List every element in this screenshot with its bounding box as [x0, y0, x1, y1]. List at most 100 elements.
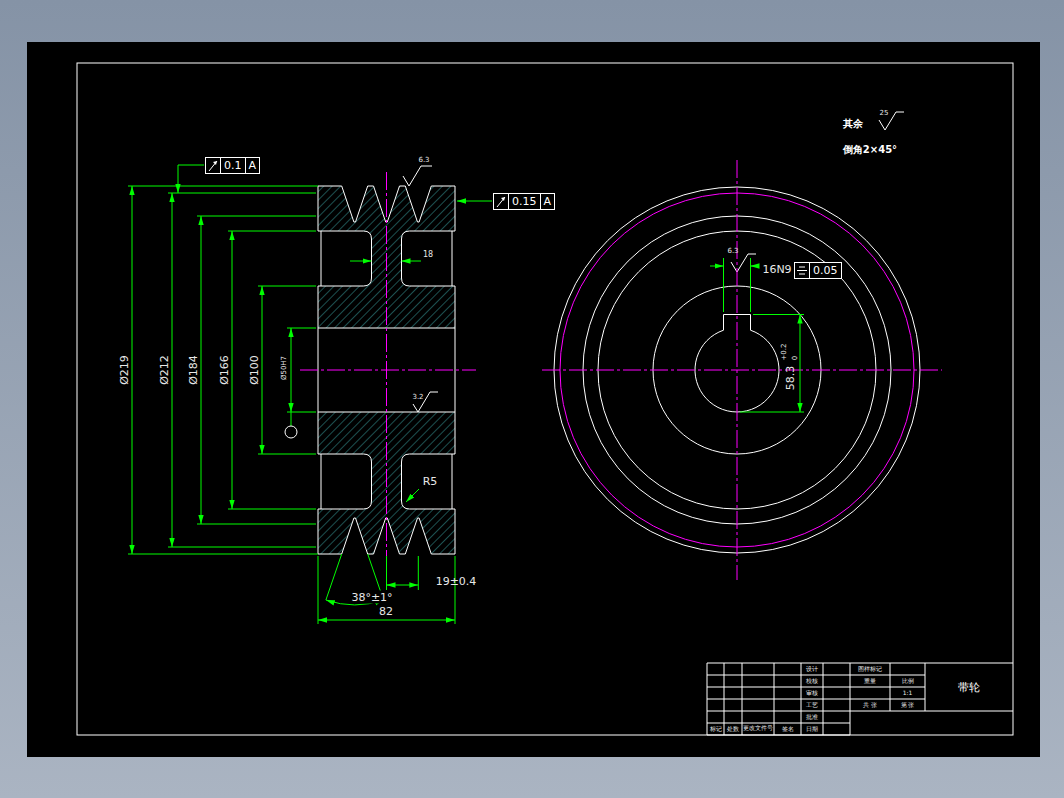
dimension-text: 82	[379, 606, 393, 617]
table-cell: 1:1	[903, 690, 913, 696]
table-cell: 第 张	[901, 702, 915, 708]
dimension-line	[318, 620, 455, 621]
symbol-stroke	[799, 267, 805, 268]
dimension-line	[350, 261, 372, 262]
center-line	[542, 370, 942, 371]
datum-circle	[285, 426, 297, 438]
tolerance-value: 0.05	[809, 263, 841, 278]
symmetry-symbol	[795, 263, 809, 278]
table-cell: 重量	[864, 678, 876, 684]
table-rule	[801, 663, 802, 735]
center-line	[300, 370, 476, 371]
table-cell: 更改文件号	[743, 726, 773, 732]
tolerance-text: +0.2	[781, 344, 788, 361]
roughness-value: 25	[880, 110, 889, 117]
table-cell: 批准	[806, 714, 818, 720]
dimension-text: 58.3	[785, 366, 796, 391]
tolerance-value: 0.1	[220, 158, 245, 173]
extension-line	[740, 412, 804, 413]
pulley-face-line	[455, 328, 456, 412]
table-rule	[823, 663, 824, 735]
roughness-value: 3.2	[412, 394, 423, 401]
roughness-symbol	[413, 392, 438, 412]
dimension-line	[232, 231, 233, 509]
datum-letter: A	[245, 158, 260, 173]
symbol-stroke	[799, 274, 805, 275]
runout-symbol	[494, 194, 508, 209]
table-rule	[707, 663, 850, 664]
runout-symbol	[206, 158, 220, 173]
datum-letter: A	[540, 194, 555, 209]
dimension-text: Ø212	[159, 355, 170, 385]
extension-line	[168, 193, 316, 194]
table-rule	[850, 687, 925, 688]
dimension-line	[201, 216, 202, 524]
extension-line	[258, 454, 316, 455]
table-cell: 工艺	[806, 702, 818, 708]
drawing-title: 带轮	[958, 682, 980, 693]
hub-edge-line	[452, 231, 453, 286]
leader-line	[406, 489, 419, 502]
table-rule	[850, 675, 925, 676]
tolerance-frame: 0.1A	[205, 157, 260, 174]
table-rule	[850, 711, 1013, 712]
table-rule	[890, 663, 891, 711]
symbol-head	[501, 197, 505, 201]
table-rule	[707, 723, 850, 724]
dimension-text: 38°±1°	[349, 591, 394, 604]
table-rule	[742, 663, 743, 735]
table-cell: 签名	[782, 726, 794, 732]
drawing	[27, 42, 1040, 757]
tolerance-frame: 0.05	[794, 262, 842, 279]
symbol-stroke	[797, 270, 807, 271]
dimension-text: Ø184	[188, 355, 199, 385]
extension-line	[228, 509, 316, 510]
roughness-value: 6.3	[727, 248, 738, 255]
dimension-line	[800, 315, 801, 413]
extension-line	[128, 554, 318, 555]
table-cell: 审核	[806, 690, 818, 696]
roughness-symbol	[403, 166, 432, 186]
table-rule	[707, 711, 850, 712]
hub-edge-line	[321, 231, 322, 286]
hub-edge-line	[452, 454, 453, 509]
dimension-text: 18	[423, 251, 433, 259]
dimension-line	[132, 186, 133, 554]
table-rule	[724, 663, 725, 735]
dimension-line	[172, 193, 173, 547]
dimension-line	[751, 266, 760, 267]
dimension-line	[387, 585, 419, 586]
dimension-text: R5	[423, 476, 438, 487]
extension-line	[326, 554, 342, 600]
table-rule	[707, 735, 850, 736]
note-text: 其余	[843, 119, 863, 129]
table-cell: 比例	[902, 678, 914, 684]
table-cell: 设计	[806, 666, 818, 672]
extension-line	[128, 186, 318, 187]
extension-line	[168, 547, 316, 548]
leader-line	[178, 165, 204, 193]
dimension-line	[291, 328, 292, 412]
table-rule	[707, 687, 850, 688]
dimension-text: Ø50H7	[281, 356, 288, 380]
dimension-text: 16N9	[762, 264, 791, 275]
extension-line	[753, 314, 804, 315]
extension-line	[455, 556, 456, 624]
table-cell: 校核	[806, 678, 818, 684]
dimension-line	[710, 266, 724, 267]
dimension-line	[262, 286, 263, 454]
note-text: 倒角2×45°	[843, 145, 897, 155]
datum-leader	[291, 412, 292, 426]
border-frame	[77, 63, 1013, 735]
center-line	[386, 172, 387, 568]
symbol-stroke	[209, 161, 217, 171]
roughness-value: 6.3	[418, 157, 429, 164]
tolerance-frame: 0.15A	[493, 193, 555, 210]
table-cell: 共 张	[863, 702, 877, 708]
dimension-text: Ø166	[219, 355, 230, 385]
roughness-symbol	[731, 254, 756, 272]
table-rule	[774, 663, 775, 735]
table-rule	[925, 663, 926, 711]
dimension-text: Ø100	[249, 355, 260, 385]
